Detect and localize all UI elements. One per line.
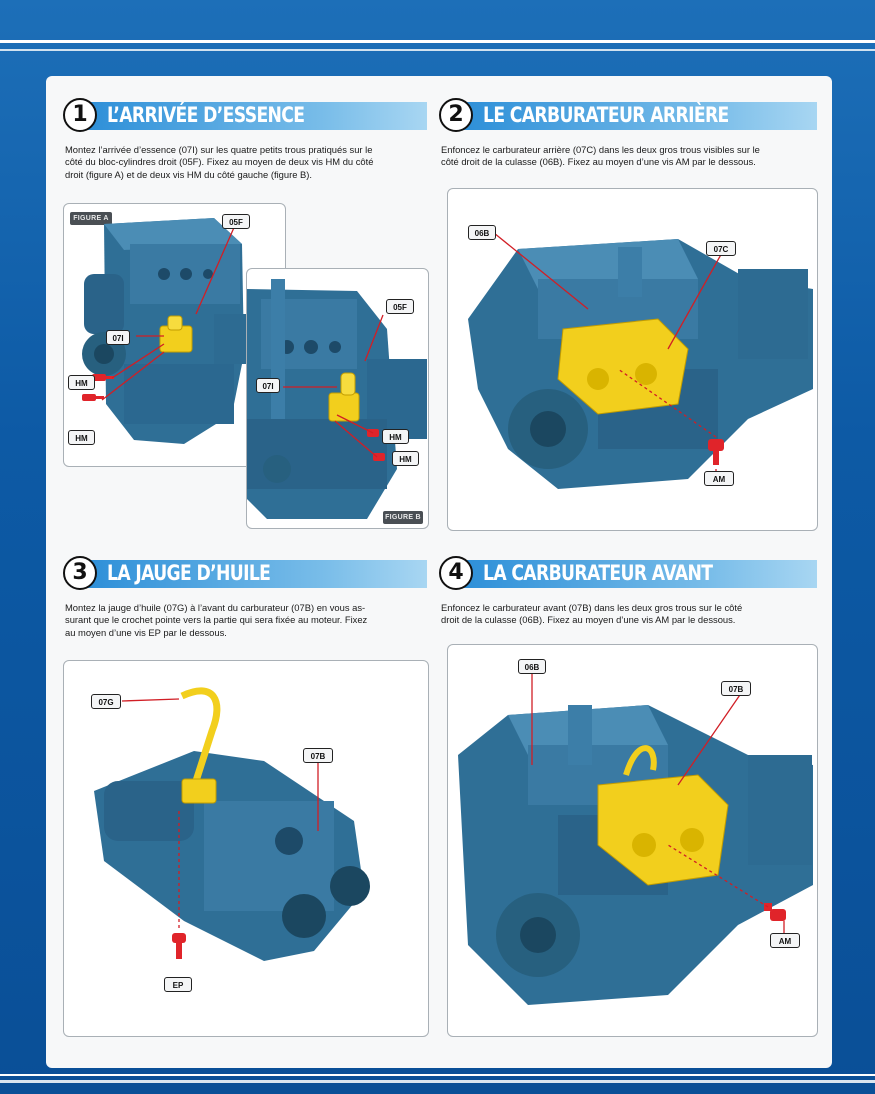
bottom-stripe — [0, 1074, 875, 1076]
figure-a-callout-07i: 07I — [106, 330, 130, 345]
step-3-text: Montez la jauge d’huile (07G) à l’avant … — [65, 602, 368, 638]
step-3-header: 3 LA JAUGE D’HUILE — [63, 556, 427, 592]
step-2-engine-illustration — [468, 232, 813, 489]
step-4-title: LA CARBURATEUR AVANT — [483, 561, 713, 585]
top-stripe — [0, 40, 875, 43]
figure-a-callout-hm-1: HM — [68, 375, 95, 390]
step-2-text: Enfoncez le carburateur arrière (07C) da… — [441, 144, 760, 168]
figure-a-tag: FIGURE A — [70, 212, 112, 225]
figure-a-callout-hm-2: HM — [68, 430, 95, 445]
step-3-carburettor-illustration — [94, 687, 370, 961]
step-2-callout-am: AM — [704, 471, 734, 486]
figure-b-callout-hm-1: HM — [382, 429, 409, 444]
top-stripe-thin — [0, 49, 875, 51]
step-4-number: 4 — [439, 556, 473, 590]
step-4-callout-am: AM — [770, 933, 800, 948]
step-1-title: L’ARRIVÉE D’ESSENCE — [107, 103, 305, 127]
step-4-panel: 06B 07B AM — [447, 644, 818, 1037]
step-1-number: 1 — [63, 98, 97, 132]
step-1: 1 L’ARRIVÉE D’ESSENCE Montez l’arrivée d… — [63, 98, 427, 538]
figure-b-tag: FIGURE B — [383, 511, 423, 524]
step-4-callout-06b: 06B — [518, 659, 546, 674]
step-2-callout-06b: 06B — [468, 225, 496, 240]
step-4-callout-07b: 07B — [721, 681, 751, 696]
figure-a-panel: FIGURE A 05F — [63, 203, 286, 467]
step-2-title: LE CARBURATEUR ARRIÈRE — [483, 103, 729, 127]
step-3-number: 3 — [63, 556, 97, 590]
figure-b-callout-07i: 07I — [256, 378, 280, 393]
figure-b-engine-illustration — [247, 279, 427, 519]
step-3-callout-07g: 07G — [91, 694, 121, 709]
step-2-callout-07c: 07C — [706, 241, 736, 256]
bottom-stripe-thin — [0, 1080, 875, 1083]
step-4-engine-illustration — [458, 673, 813, 1005]
step-1-text: Montez l’arrivée d’essence (07I) sur les… — [65, 144, 374, 180]
step-3-panel: 07G 07B EP — [63, 660, 429, 1037]
step-2: 2 LE CARBURATEUR ARRIÈRE Enfoncez le car… — [439, 98, 817, 198]
step-2-number: 2 — [439, 98, 473, 132]
step-4-text: Enfoncez le carburateur avant (07B) dans… — [441, 602, 743, 626]
instruction-page: 1 L’ARRIVÉE D’ESSENCE Montez l’arrivée d… — [46, 76, 832, 1068]
step-3: 3 LA JAUGE D’HUILE Montez la jauge d’hui… — [63, 556, 427, 666]
step-3-callout-ep: EP — [164, 977, 192, 992]
step-2-header: 2 LE CARBURATEUR ARRIÈRE — [439, 98, 817, 134]
step-4-header: 4 LA CARBURATEUR AVANT — [439, 556, 817, 592]
step-2-panel: 06B 07C AM — [447, 188, 818, 531]
step-3-title: LA JAUGE D’HUILE — [107, 561, 271, 585]
figure-b-callout-05f: 05F — [386, 299, 414, 314]
step-3-callout-07b: 07B — [303, 748, 333, 763]
step-1-header: 1 L’ARRIVÉE D’ESSENCE — [63, 98, 427, 134]
figure-b-panel: 05F 07I HM HM FIGURE B — [246, 268, 429, 529]
figure-a-callout-05f: 05F — [222, 214, 250, 229]
step-4: 4 LA CARBURATEUR AVANT Enfoncez le carbu… — [439, 556, 817, 656]
figure-b-callout-hm-2: HM — [392, 451, 419, 466]
